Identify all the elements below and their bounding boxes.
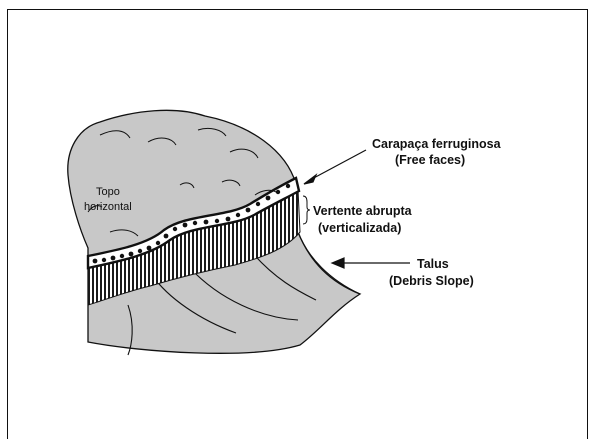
vertente-bracket — [303, 196, 310, 224]
topo-label-line1: Topo — [96, 186, 120, 198]
talus-label-line2: (Debris Slope) — [389, 274, 474, 288]
talus-label-line1: Talus — [417, 257, 449, 271]
topo-label-line2: horizontal — [84, 201, 132, 213]
carapaca-label-line1: Carapaça ferruginosa — [372, 137, 502, 151]
vertente-label-line1: Vertente abrupta — [313, 204, 413, 218]
carapaca-arrow — [310, 150, 366, 180]
vertente-label-line2: (verticalizada) — [318, 221, 401, 235]
carapaca-label-line2: (Free faces) — [395, 153, 465, 167]
